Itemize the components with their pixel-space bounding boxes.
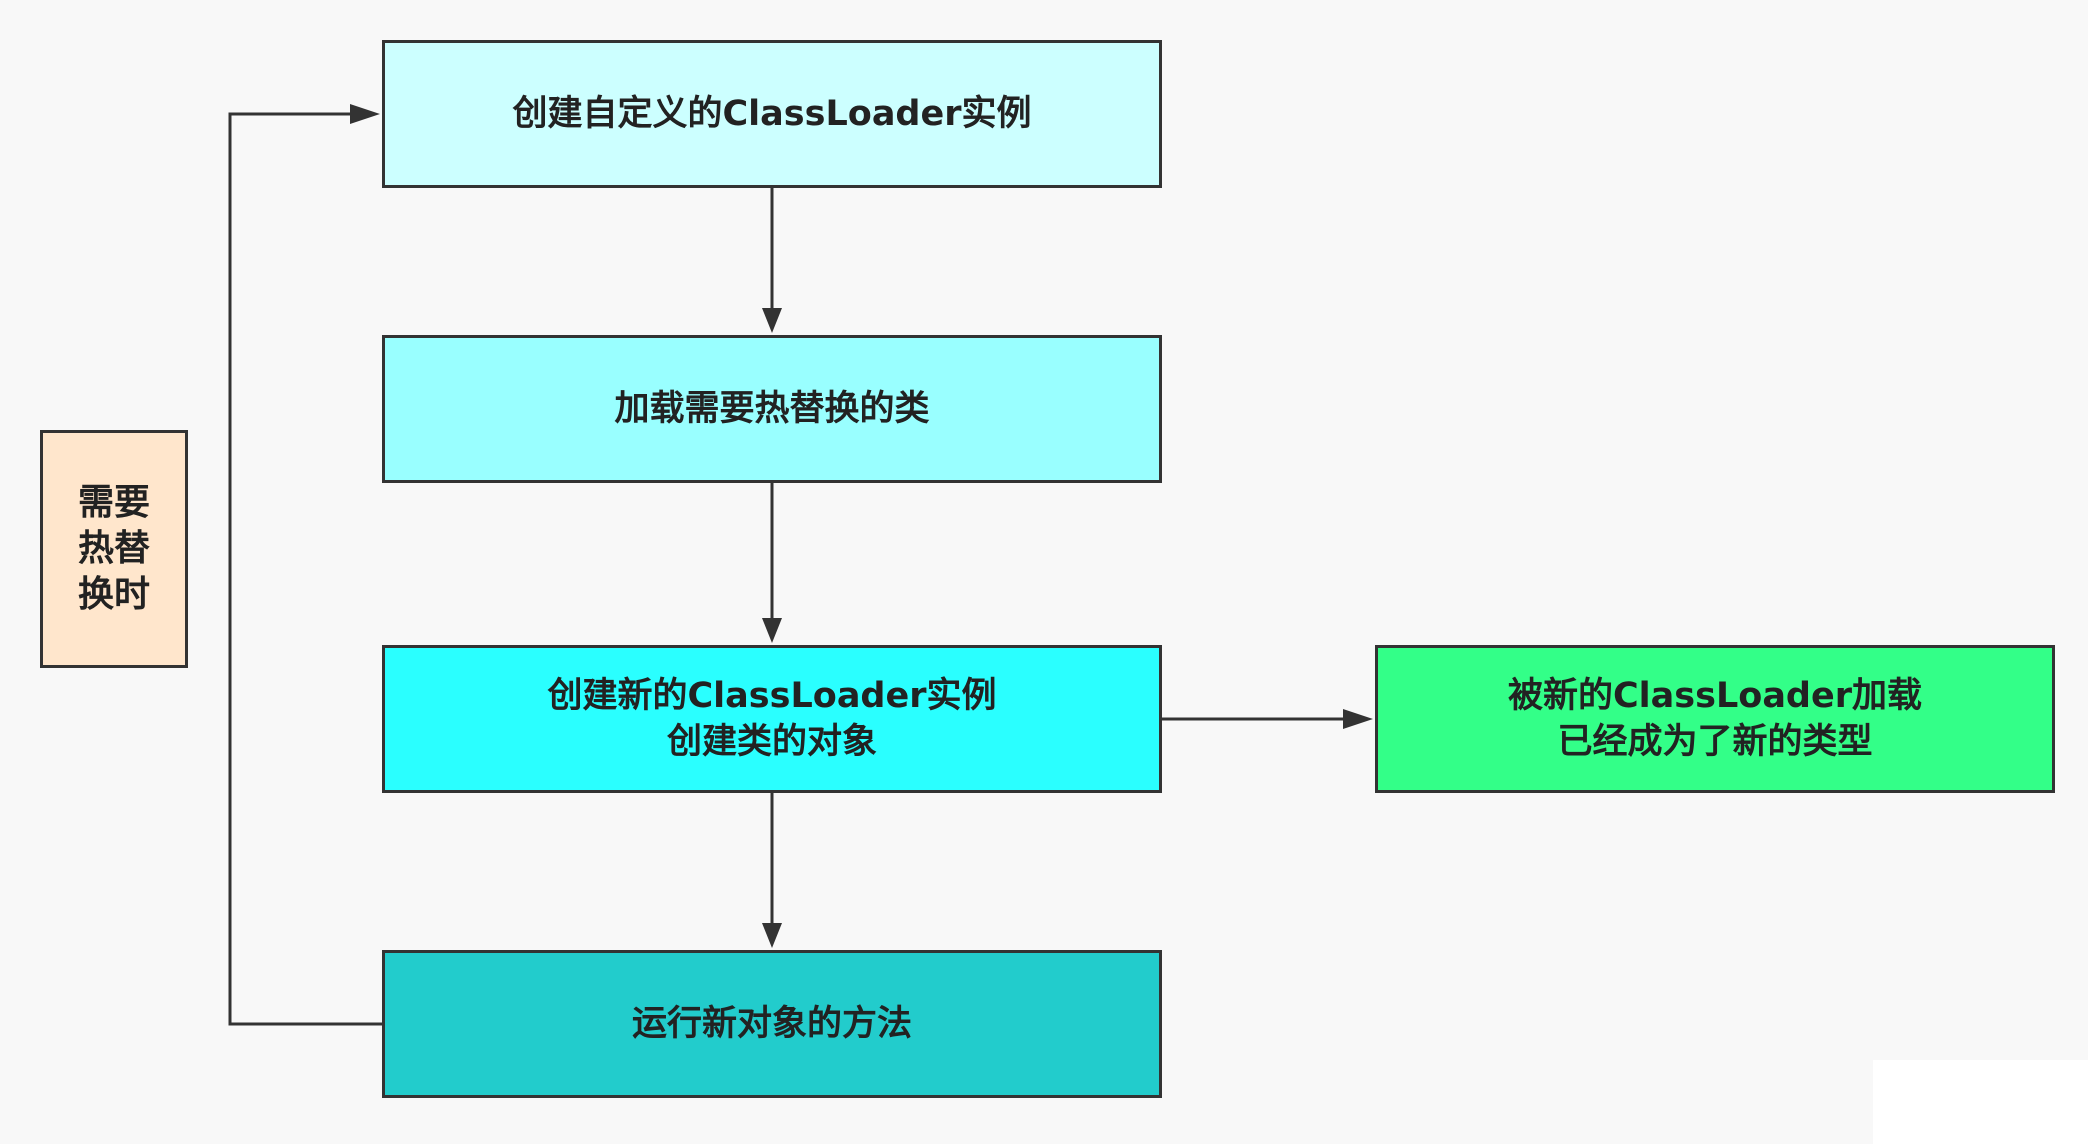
result-new-type-box: 被新的ClassLoader加载 已经成为了新的类型: [1375, 645, 2055, 793]
step-load-hot-swap-class: 加载需要热替换的类: [382, 335, 1162, 483]
trigger-condition-box: 需要热替换时: [40, 430, 188, 668]
result-new-type-line-1: 被新的ClassLoader加载: [1508, 676, 1922, 716]
trigger-label: 需要热替换时: [77, 482, 150, 615]
arrowhead-loop-to-n1: [350, 104, 380, 124]
step-run-new-object-method: 运行新对象的方法: [382, 950, 1162, 1098]
corner-patch: [1873, 1060, 2088, 1144]
arrow-n2-to-n3: [762, 483, 782, 643]
step-run-new-object-method-line-1: 运行新对象的方法: [631, 1004, 912, 1044]
arrow-n3-to-n5: [1162, 709, 1373, 729]
step-create-new-classloader-line-1: 创建新的ClassLoader实例: [547, 676, 997, 716]
step-create-new-classloader: 创建新的ClassLoader实例 创建类的对象: [382, 645, 1162, 793]
arrowhead-n1-to-n2: [762, 308, 782, 333]
arrowhead-n3-to-n4: [762, 923, 782, 948]
arrowhead-n3-to-n5: [1343, 709, 1373, 729]
step-create-new-classloader-line-2: 创建类的对象: [666, 722, 877, 762]
arrow-n1-to-n2: [762, 188, 782, 333]
step-create-custom-classloader-line-1: 创建自定义的ClassLoader实例: [512, 94, 1032, 134]
arrowhead-n2-to-n3: [762, 618, 782, 643]
arrow-n3-to-n4: [762, 793, 782, 948]
loop-arrow-n4-to-n1: [228, 104, 382, 1026]
step-create-custom-classloader: 创建自定义的ClassLoader实例: [382, 40, 1162, 188]
step-load-hot-swap-class-line-1: 加载需要热替换的类: [614, 389, 930, 429]
result-new-type-line-2: 已经成为了新的类型: [1557, 722, 1873, 762]
